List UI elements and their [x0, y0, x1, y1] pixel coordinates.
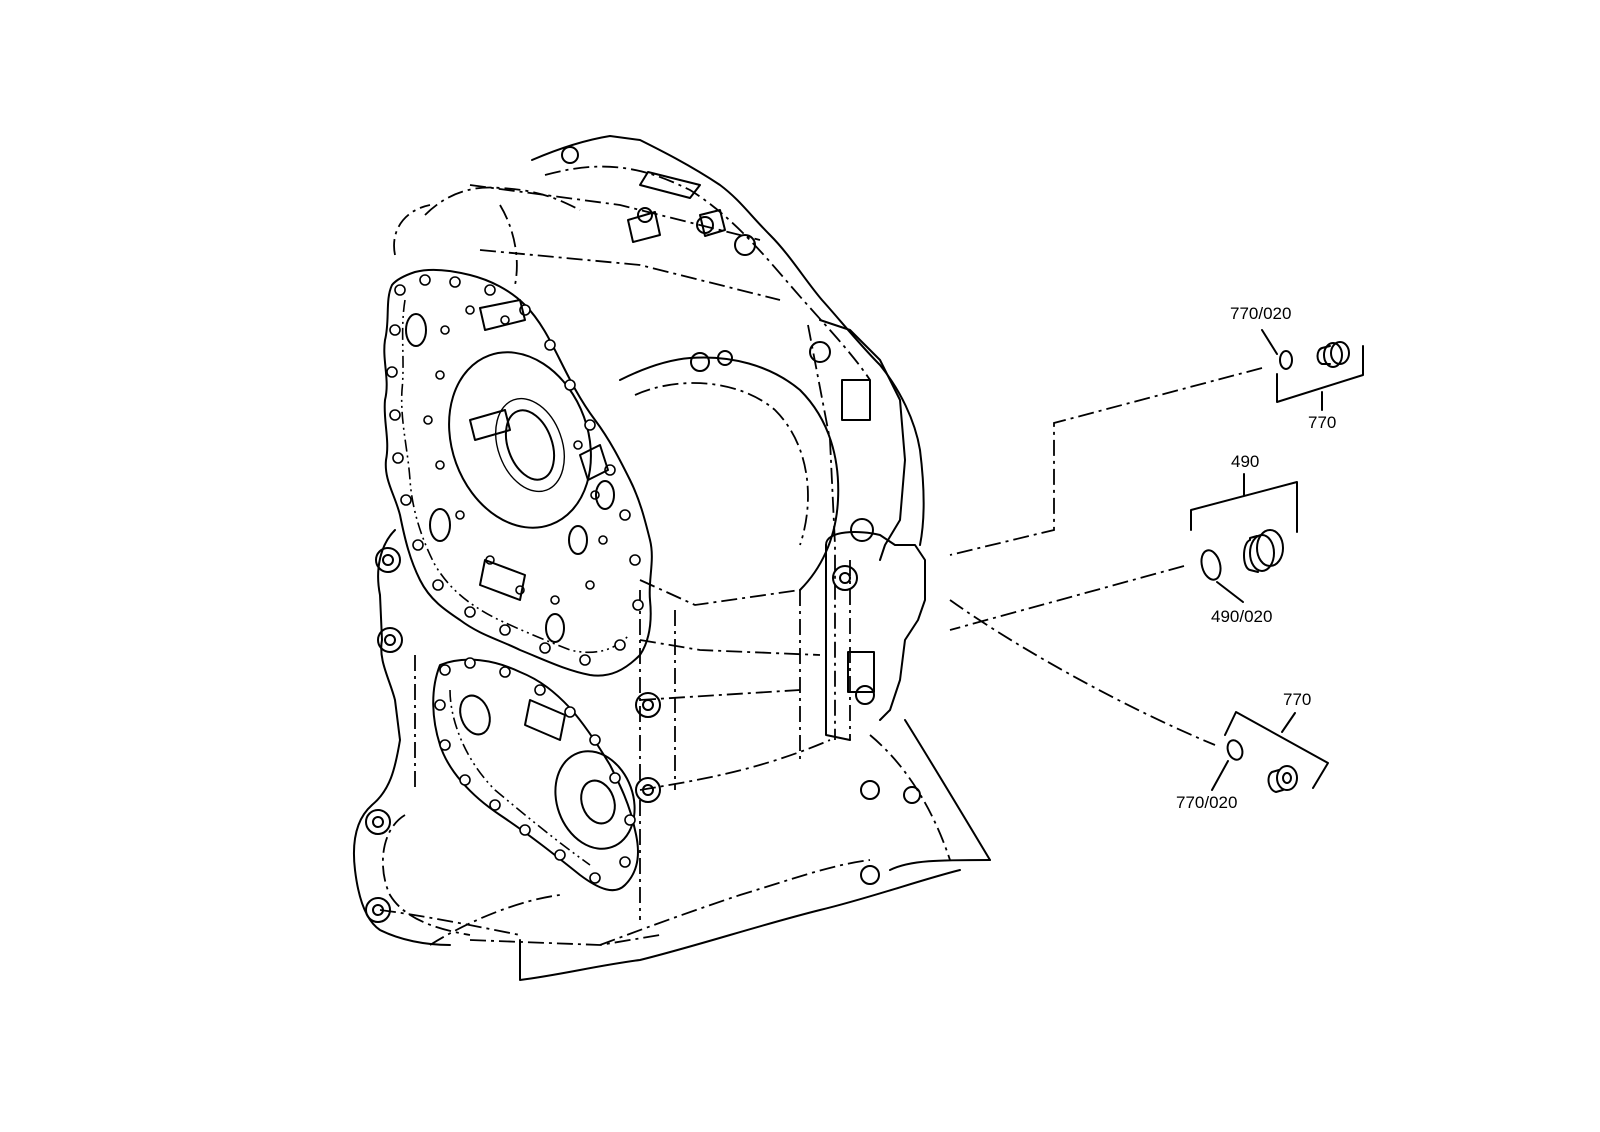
callout-770-bottom: 770	[1283, 690, 1311, 709]
group-bracket	[1276, 345, 1364, 403]
callout-770-top: 770	[1308, 413, 1336, 432]
callout-490: 490	[1231, 452, 1259, 471]
plug-490[interactable]	[1243, 529, 1284, 573]
part-770-bottom[interactable]: 770 770/020	[1176, 690, 1329, 812]
plug-770-top[interactable]	[1316, 341, 1350, 368]
assembly-lines	[949, 367, 1263, 746]
bolt-holes	[365, 146, 921, 923]
o-ring-770-020-bottom[interactable]	[1225, 738, 1245, 762]
callout-490-020: 490/020	[1211, 607, 1272, 626]
leader-line	[1216, 581, 1244, 603]
o-ring-490-020[interactable]	[1198, 548, 1223, 582]
part-490[interactable]: 490 490/020	[1190, 452, 1298, 626]
callout-770-020-bottom: 770/020	[1176, 793, 1237, 812]
callout-770-020-top: 770/020	[1230, 304, 1291, 323]
leader-line	[1281, 712, 1296, 733]
o-ring-770-020-top[interactable]	[1279, 350, 1293, 370]
plug-770-bottom[interactable]	[1267, 765, 1298, 793]
transmission-housing	[352, 135, 991, 981]
group-bracket	[1190, 481, 1298, 533]
group-bracket	[1224, 711, 1329, 789]
leader-line	[1211, 760, 1229, 791]
leader-line	[1261, 329, 1278, 355]
part-770-top[interactable]: 770/020 770	[1230, 304, 1364, 432]
